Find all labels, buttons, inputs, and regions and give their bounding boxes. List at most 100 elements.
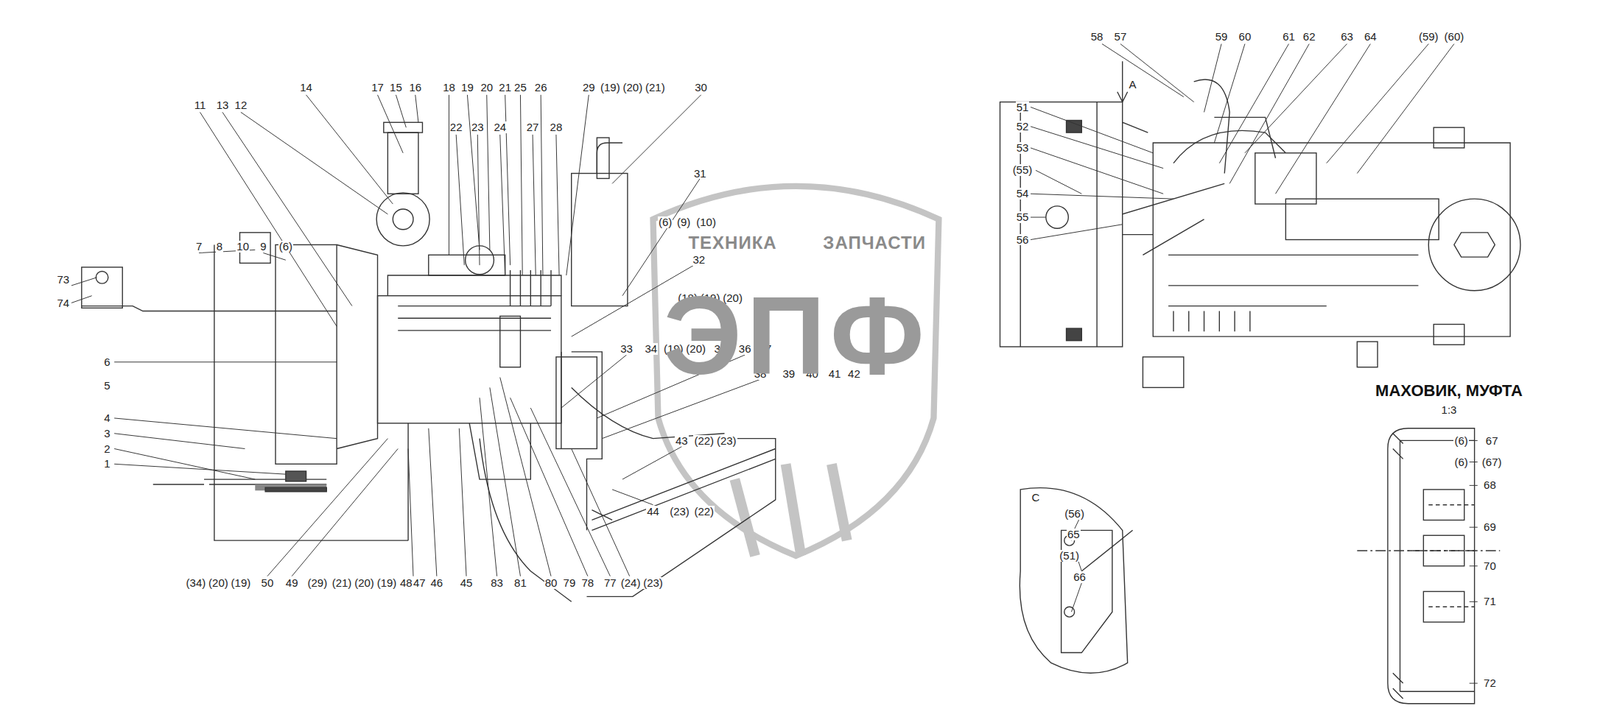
callout-number: 14 (299, 81, 314, 94)
callout-number: 50 (260, 577, 275, 590)
callout-number: 70 (1482, 560, 1497, 573)
callout-number: 71 (1482, 595, 1497, 608)
callout-number: 61 (1281, 30, 1296, 43)
callout-number: (24) (620, 577, 642, 590)
callout-number: 68 (1482, 479, 1497, 492)
callout-number: 7 (195, 240, 203, 253)
callout-number: 1 (103, 458, 111, 470)
callout-number: 67 (1485, 435, 1500, 448)
leader-lines (71, 95, 761, 577)
callout-number: 46 (430, 577, 445, 590)
callout-number: 5 (103, 380, 111, 392)
callout-number: (19) (599, 81, 621, 94)
callout-number: (22) (693, 435, 715, 448)
callout-number: 74 (56, 297, 71, 310)
callout-number: 80 (544, 577, 559, 590)
callout-number: 33 (619, 343, 634, 356)
callout-number: 16 (408, 81, 423, 94)
callout-number: 28 (549, 121, 564, 134)
callout-number: (6) (657, 216, 673, 229)
callout-number: 27 (525, 121, 540, 134)
callout-number: 4 (103, 412, 111, 425)
callout-number: (60) (1443, 30, 1466, 43)
callout-number: 26 (534, 81, 549, 94)
callout-number: 69 (1482, 521, 1497, 534)
watermark-text: ЗАПЧАСТИ (822, 233, 927, 252)
callout-number: 12 (234, 99, 249, 112)
callout-number: 83 (489, 577, 504, 590)
callout-number: 11 (193, 99, 207, 112)
inset-heading: МАХОВИК, МУФТА (1374, 382, 1524, 400)
callout-number: 15 (388, 81, 403, 94)
callout-number: (21) (644, 81, 666, 94)
callout-number: 32 (692, 254, 707, 266)
callout-number: (23) (716, 435, 738, 448)
callout-number: (51) (1058, 550, 1080, 563)
callout-number: 6 (103, 356, 111, 369)
callout-number: 17 (370, 81, 385, 94)
callout-number: 24 (492, 121, 507, 134)
detail-view (1019, 488, 1133, 675)
callout-number: 3 (103, 427, 111, 440)
callout-number: 47 (412, 577, 427, 590)
callout-number: 18 (441, 81, 456, 94)
callout-number: 54 (1015, 187, 1030, 200)
callout-number: 63 (1339, 30, 1354, 43)
callout-number: 62 (1302, 30, 1317, 43)
callout-number: C (1031, 492, 1041, 504)
callout-number: 64 (1363, 30, 1378, 43)
callout-number: 56 (1015, 234, 1030, 247)
watermark-logo: ЭПФ (662, 278, 930, 395)
callout-number: 34 (643, 343, 658, 356)
callout-number: (56) (1063, 508, 1086, 521)
callout-number: (19) (230, 577, 252, 590)
callout-number: 9 (259, 240, 267, 253)
callout-number: (21) (331, 577, 353, 590)
callout-number: 73 (56, 274, 71, 286)
callout-number: 48 (399, 577, 414, 590)
callout-number: 20 (479, 81, 494, 94)
callout-number: (6) (278, 240, 294, 253)
callout-number: 57 (1113, 30, 1128, 43)
callout-number: 2 (103, 443, 111, 456)
callout-number: (9) (676, 216, 691, 229)
callout-number: 65 (1066, 528, 1081, 541)
callout-number: A (1128, 78, 1138, 91)
callout-number: 25 (513, 81, 528, 94)
callout-number: 77 (603, 577, 618, 590)
callout-number: 53 (1015, 142, 1030, 154)
callout-number: 51 (1015, 101, 1030, 114)
callout-number: 52 (1015, 120, 1030, 133)
watermark-shield (653, 186, 940, 557)
callout-number: 43 (674, 435, 689, 448)
callout-number: (55) (1012, 164, 1034, 177)
callout-number: 49 (285, 577, 300, 590)
callout-number: 10 (235, 240, 250, 253)
flywheel-section (1356, 428, 1500, 705)
callout-number: 22 (449, 121, 464, 134)
callout-number: (10) (695, 216, 717, 229)
callout-number: 21 (497, 81, 512, 94)
callout-number: 81 (513, 577, 528, 590)
callout-number: (23) (642, 577, 664, 590)
callout-number: 8 (215, 240, 224, 253)
callout-number: (19) (376, 577, 398, 590)
callout-number: (67) (1481, 456, 1503, 469)
callout-number: 78 (581, 577, 596, 590)
callout-number: (29) (306, 577, 328, 590)
callout-number: 66 (1072, 571, 1087, 584)
callout-number: (6) (1453, 435, 1469, 448)
leader-lines (1030, 44, 1455, 241)
callout-number: (20) (207, 577, 230, 590)
watermark-text: ТЕХНИКА (687, 233, 778, 252)
callout-number: 72 (1482, 677, 1497, 690)
callout-number: 60 (1238, 30, 1253, 43)
callout-number: 19 (460, 81, 475, 94)
callout-number: (59) (1418, 30, 1440, 43)
top-view (1000, 61, 1521, 388)
callout-number: (23) (668, 506, 691, 518)
callout-number: 13 (215, 99, 230, 112)
callout-number: 79 (562, 577, 577, 590)
callout-number: (34) (185, 577, 207, 590)
callout-number: 45 (459, 577, 474, 590)
